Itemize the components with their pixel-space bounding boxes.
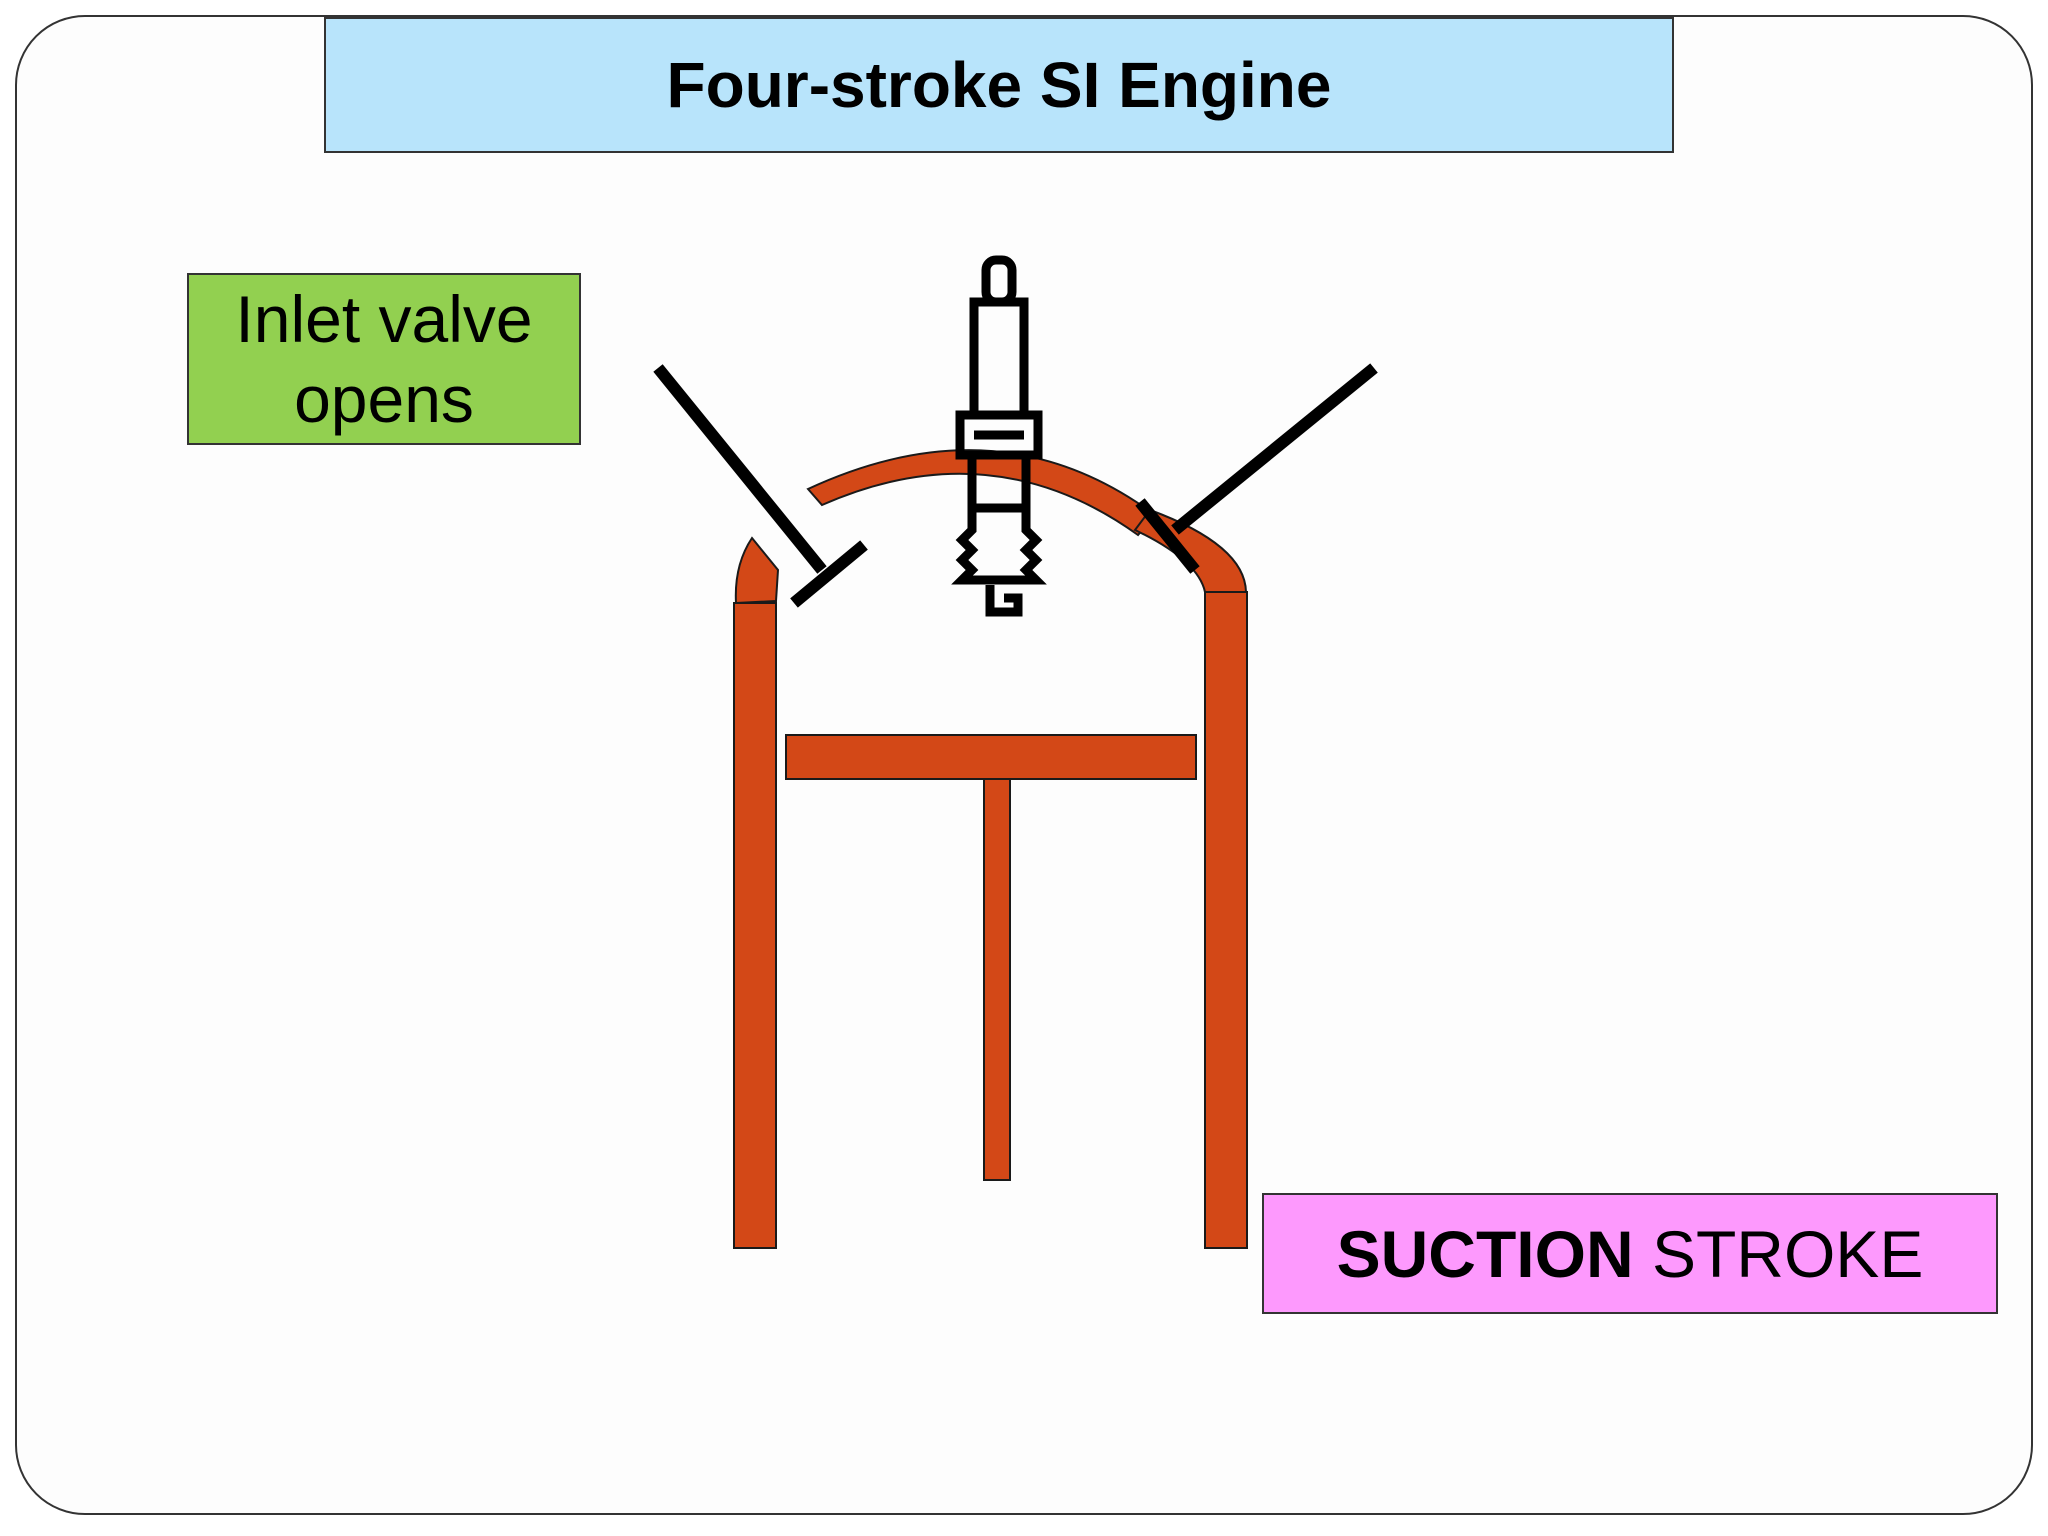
annotation-text: Inlet valve opens <box>214 279 554 439</box>
exhaust-valve-head <box>1135 498 1200 574</box>
stroke-label-bold: SUCTION <box>1336 1216 1634 1291</box>
title-banner: Four-stroke SI Engine <box>324 17 1674 153</box>
diagram-title: Four-stroke SI Engine <box>666 49 1332 121</box>
piston-head <box>785 734 1197 780</box>
annotation-line-2: opens <box>294 362 474 436</box>
annotation-line-1: Inlet valve <box>235 282 533 356</box>
stroke-label: SUCTION STROKE <box>1337 1216 1924 1292</box>
spark-plug-electrode <box>985 585 1023 617</box>
spark-plug-insulator <box>969 297 1029 420</box>
inlet-valve-stem <box>653 364 827 574</box>
inlet-valve <box>653 364 868 608</box>
cylinder-wall-left <box>733 602 777 1249</box>
inlet-valve-annotation: Inlet valve opens <box>187 273 581 445</box>
spark-plug-icon <box>951 255 1047 617</box>
exhaust-valve-stem <box>1171 363 1378 535</box>
stroke-label-box: SUCTION STROKE <box>1262 1193 1998 1314</box>
spark-plug-thread <box>951 503 1047 585</box>
stroke-label-normal: STROKE <box>1651 1216 1924 1291</box>
connecting-rod <box>983 778 1011 1181</box>
head-arc <box>806 449 1157 537</box>
head-arc-left-stub <box>734 536 780 605</box>
exhaust-valve <box>1135 363 1378 574</box>
spark-plug-terminal <box>981 255 1017 307</box>
inlet-valve-head <box>790 540 868 608</box>
cylinder-wall-right <box>1204 591 1248 1249</box>
